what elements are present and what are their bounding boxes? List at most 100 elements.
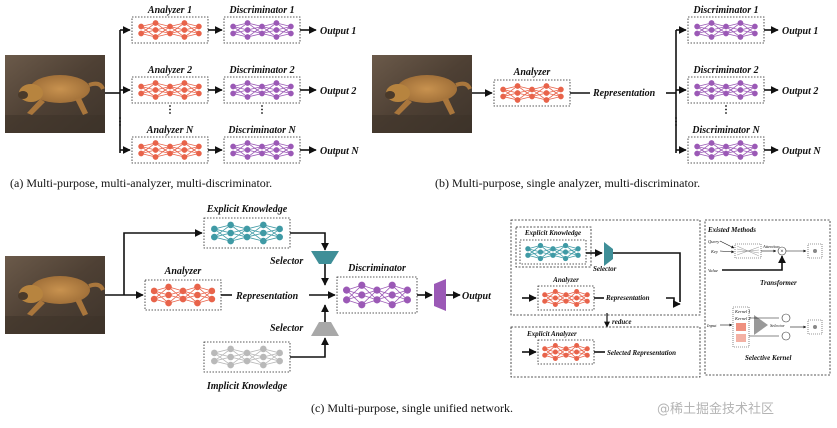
- kernel-2-label: Kernel 2: [734, 316, 751, 321]
- net-node: [752, 30, 758, 37]
- net-node: [558, 86, 564, 93]
- ellipsis-dots: [261, 105, 263, 114]
- net-node: [196, 30, 202, 37]
- explicit-knowledge-net-c: [203, 217, 291, 249]
- net-node: [152, 94, 159, 100]
- mini-edge: [736, 246, 760, 256]
- output-label-c: Output: [462, 291, 492, 302]
- analyzer-label-b: Analyzer: [513, 67, 551, 78]
- net-node: [558, 93, 564, 100]
- net-node: [243, 357, 251, 365]
- net-node: [244, 27, 251, 33]
- net-edge: [246, 348, 264, 362]
- net-edge: [725, 82, 741, 94]
- net-node: [260, 345, 267, 353]
- net-node: [525, 246, 531, 252]
- net-edge: [261, 82, 277, 94]
- net-edge: [155, 146, 171, 158]
- net-node: [181, 94, 188, 100]
- representation-label-c: Representation: [235, 291, 299, 302]
- net-node: [230, 30, 236, 37]
- kernel-2-block: [736, 334, 746, 342]
- net-edge: [140, 22, 156, 34]
- net-node: [543, 97, 550, 103]
- net-node: [196, 143, 202, 150]
- net-edge: [711, 146, 727, 158]
- dog-image-b: [370, 53, 474, 135]
- dot: [119, 124, 121, 126]
- net-node: [196, 83, 202, 90]
- dot: [119, 120, 121, 123]
- net-node: [543, 83, 550, 89]
- dot: [261, 105, 263, 107]
- net-node: [181, 140, 188, 146]
- net-node: [574, 355, 580, 362]
- net-node: [259, 150, 265, 157]
- inset-left-top-frame: [510, 219, 701, 316]
- net-node: [138, 150, 144, 157]
- net-node: [181, 154, 188, 160]
- net-edge: [140, 82, 156, 94]
- net-node: [737, 20, 744, 26]
- net-edge: [565, 248, 579, 259]
- output-label-a: Output 1: [320, 26, 356, 37]
- net-edge: [696, 22, 712, 34]
- discriminator-label-a: Discriminator 1: [228, 5, 294, 16]
- net-node: [542, 298, 548, 304]
- net-node: [244, 154, 251, 160]
- net-edge: [546, 89, 562, 101]
- caption-b: (b) Multi-purpose, single analyzer, mult…: [435, 176, 700, 190]
- net-node: [208, 295, 216, 303]
- net-node: [167, 90, 173, 97]
- net-edge: [155, 26, 171, 38]
- caption-c: (c) Multi-purpose, single unified networ…: [311, 401, 513, 415]
- net-edge: [232, 82, 248, 94]
- selected-representation-label-inset: Selected Representation: [607, 349, 676, 357]
- transformer-output-node: [813, 249, 817, 253]
- net-node: [723, 23, 729, 30]
- arrow-rep-inset: [666, 297, 681, 308]
- discriminator-net-b: [687, 16, 765, 44]
- net-node: [273, 154, 280, 160]
- dot: [675, 117, 677, 119]
- selector-top-shape: [311, 251, 339, 264]
- net-edge: [230, 228, 248, 242]
- net-node: [152, 20, 159, 26]
- net-node: [165, 299, 172, 307]
- net-node: [260, 229, 267, 237]
- net-node: [575, 246, 581, 252]
- net-node: [227, 353, 234, 361]
- net-node: [584, 292, 590, 298]
- net-node: [211, 349, 218, 357]
- analyzer-net-b: [493, 79, 571, 107]
- net-node: [552, 355, 558, 362]
- net-node: [723, 143, 729, 150]
- net-node: [152, 80, 159, 86]
- net-node: [575, 252, 581, 258]
- attention-mini-net: [736, 245, 760, 257]
- ellipsis-dots: [675, 117, 677, 126]
- dotted-box: [687, 16, 765, 44]
- net-node: [181, 87, 188, 93]
- sk-multiply-bottom: [781, 331, 791, 341]
- net-node: [276, 357, 283, 365]
- net-node: [574, 349, 580, 355]
- net-node: [537, 242, 544, 249]
- arrow-query: [719, 240, 735, 249]
- net-node: [552, 289, 558, 295]
- net-edge: [276, 146, 292, 158]
- net-node: [230, 90, 236, 97]
- net-node: [708, 140, 715, 146]
- net-node: [227, 221, 234, 229]
- net-node: [737, 94, 744, 100]
- net-node: [403, 296, 411, 304]
- net-node: [514, 83, 521, 89]
- analyzer-net-inset: [537, 285, 595, 311]
- net-node: [194, 291, 201, 299]
- sk-output-node: [813, 325, 817, 329]
- net-node: [181, 80, 188, 86]
- net-node: [737, 80, 744, 86]
- watermark: @稀土掘金技术社区: [657, 401, 774, 417]
